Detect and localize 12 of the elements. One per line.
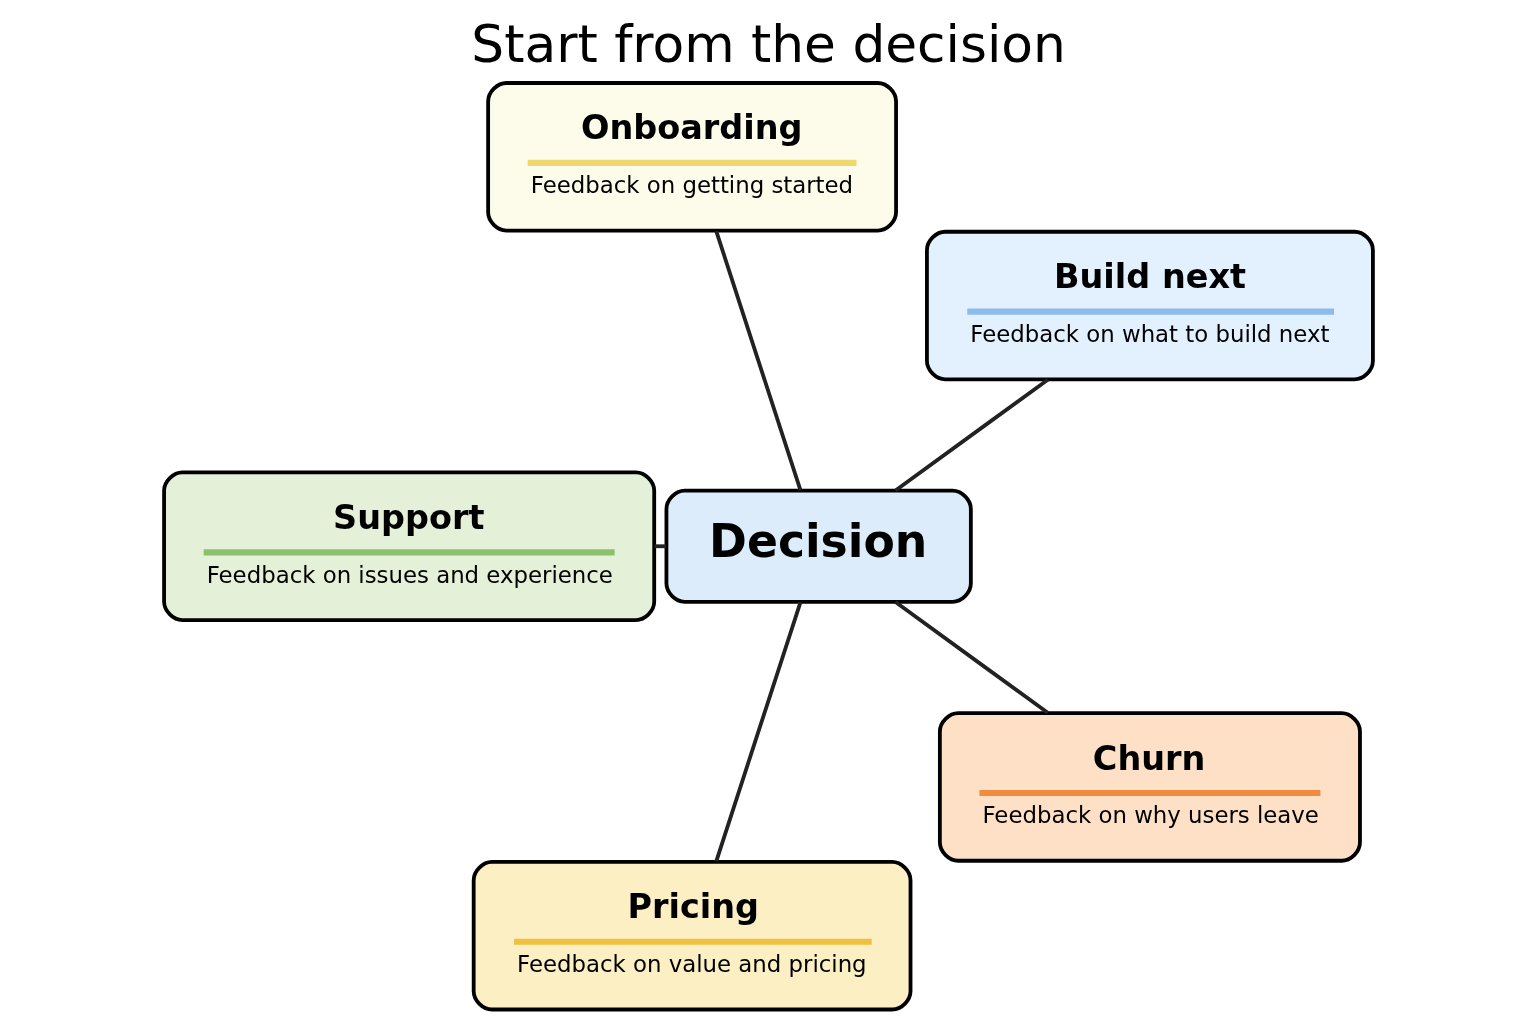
diagram-title: Start from the decision xyxy=(470,13,1066,74)
connector xyxy=(893,378,1049,492)
connector xyxy=(713,601,802,862)
connector xyxy=(893,600,1049,715)
node-box: Build next Feedback on what to build next xyxy=(924,229,1375,382)
connector xyxy=(654,544,666,549)
node-box: Support Feedback on issues and experience xyxy=(161,470,656,622)
node-box: Onboarding Feedback on getting started xyxy=(485,81,898,233)
node-box: Churn Feedback on why users leave xyxy=(937,711,1362,863)
node-box: Decision xyxy=(664,488,973,604)
connector xyxy=(713,230,802,492)
node-box: Pricing Feedback on value and pricing xyxy=(471,859,912,1012)
